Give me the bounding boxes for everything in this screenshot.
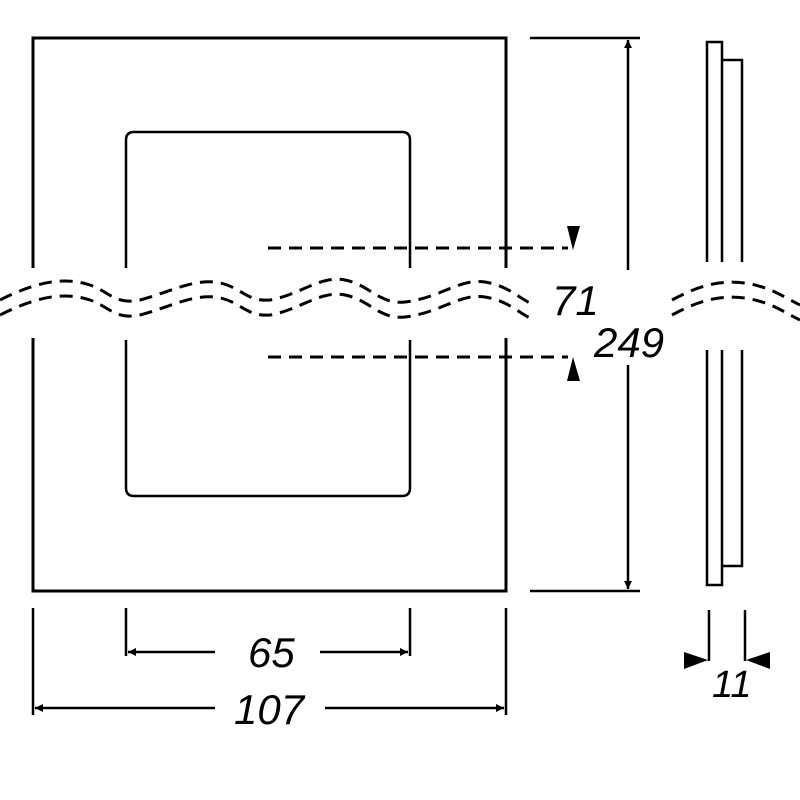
- dimension-11: 11: [684, 610, 770, 706]
- dimension-65: 65: [124, 608, 412, 676]
- dim-label-107: 107: [234, 686, 306, 733]
- dimension-71: 71: [268, 226, 599, 381]
- dim-label-249: 249: [593, 319, 664, 366]
- arrow-left-icon: [746, 652, 770, 669]
- break-lines: [0, 277, 800, 322]
- arrow-down-icon: [567, 226, 580, 250]
- dim-label-71: 71: [552, 277, 599, 324]
- dim-label-65: 65: [248, 629, 295, 676]
- front-view-outer-frame: [31, 36, 508, 593]
- dimension-107: 107: [31, 608, 508, 733]
- side-view: [705, 40, 744, 587]
- dim-label-11: 11: [712, 664, 751, 706]
- front-view-inner-opening: [124, 130, 412, 498]
- dimension-249: 249: [530, 36, 664, 593]
- arrow-up-icon: [567, 357, 580, 381]
- arrow-right-icon: [684, 652, 708, 669]
